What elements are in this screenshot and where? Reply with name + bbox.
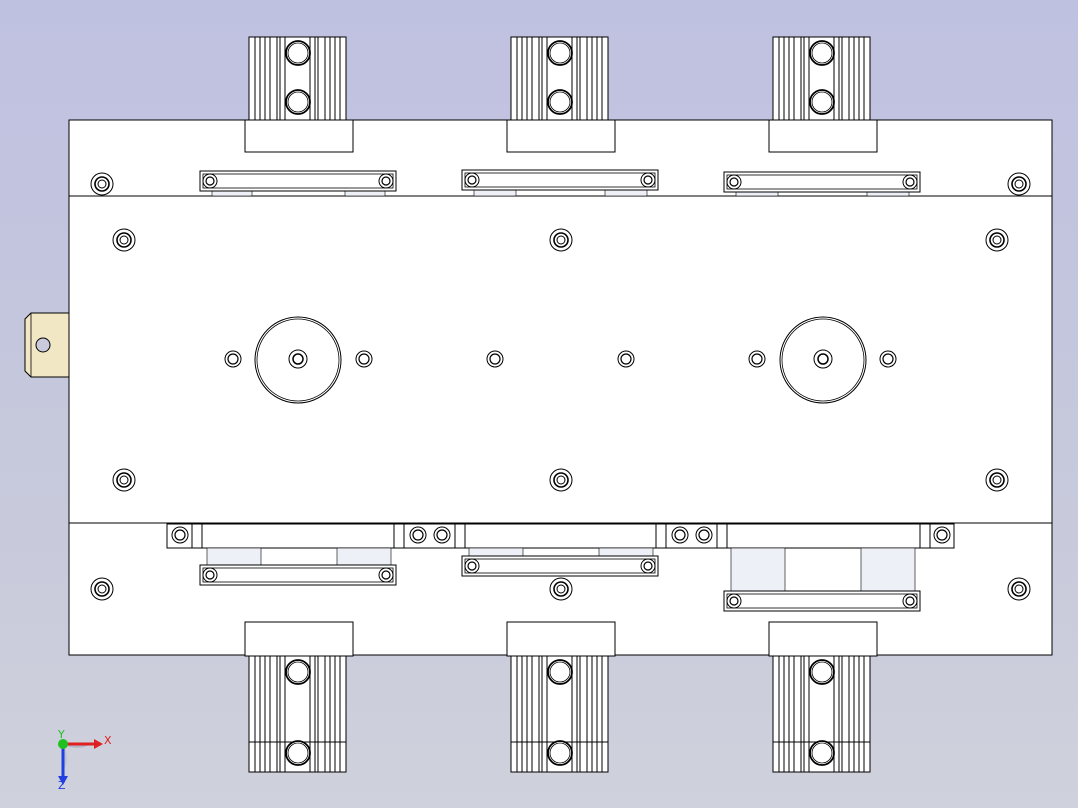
rotor-left[interactable] bbox=[224, 316, 373, 404]
linkage-top-1[interactable] bbox=[199, 170, 397, 197]
linkage-top-3[interactable] bbox=[723, 171, 921, 197]
bolt-icon bbox=[1007, 172, 1031, 196]
bolt-icon bbox=[549, 228, 573, 252]
y-axis-label: Y bbox=[57, 728, 65, 741]
bolt-icon bbox=[549, 577, 573, 601]
linkage-top-2[interactable] bbox=[461, 169, 659, 197]
bolt-icon bbox=[549, 468, 573, 492]
linkage-bottom-3[interactable] bbox=[723, 547, 921, 612]
bolt-icon bbox=[1007, 577, 1031, 601]
bolt-icon bbox=[985, 468, 1009, 492]
guide-rail[interactable] bbox=[166, 523, 955, 549]
linkage-bottom-1[interactable] bbox=[199, 547, 397, 586]
x-axis-label: X bbox=[104, 734, 112, 747]
bolt-icon bbox=[985, 228, 1009, 252]
bolt-icon bbox=[112, 228, 136, 252]
bolt-icon bbox=[486, 350, 504, 368]
linkage-bottom-2[interactable] bbox=[461, 547, 659, 577]
rotor-right[interactable] bbox=[748, 316, 897, 404]
triad-icon[interactable]: X Y Z bbox=[57, 728, 112, 792]
bolt-icon bbox=[617, 350, 635, 368]
bolt-icon bbox=[90, 577, 114, 601]
z-axis-label: Z bbox=[58, 779, 66, 792]
bolt-icon bbox=[90, 172, 114, 196]
left-tab[interactable] bbox=[24, 312, 71, 378]
bolt-icon bbox=[112, 468, 136, 492]
